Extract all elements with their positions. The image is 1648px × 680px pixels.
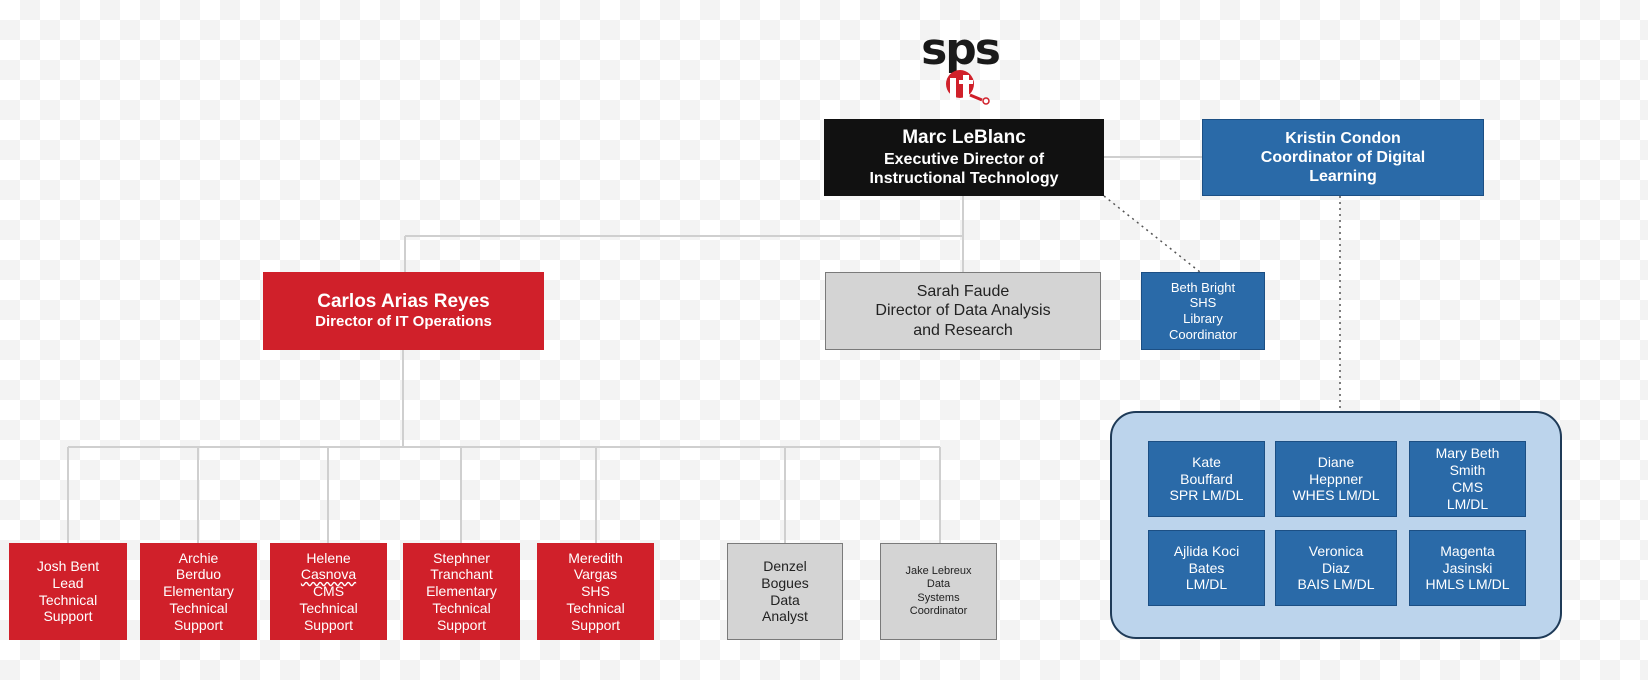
staff-name: Stephner xyxy=(433,549,490,566)
library-line: Library xyxy=(1183,311,1223,326)
it-logo-mark-icon xyxy=(946,70,990,105)
staff-name: Casnova xyxy=(300,566,357,583)
staff-name: Magenta xyxy=(1440,542,1495,559)
staff-role: SPR LM/DL xyxy=(1169,487,1244,504)
tech-support-box: Josh Bent Lead Technical Support xyxy=(9,543,127,640)
executive-name: Marc LeBlanc xyxy=(902,126,1026,148)
staff-role: CMS xyxy=(1451,479,1484,495)
staff-name: Berduo xyxy=(175,566,222,583)
staff-role: Coordinator xyxy=(909,604,968,617)
library-coordinator-box: Beth Bright SHS Library Coordinator xyxy=(1141,272,1265,350)
executive-title-line1: Executive Director of xyxy=(883,150,1045,168)
lmdl-staff-box: Kate Bouffard SPR LM/DL xyxy=(1148,441,1265,517)
staff-name: Diane xyxy=(1317,453,1355,470)
it-operations-director-box: Carlos Arias Reyes Director of IT Operat… xyxy=(263,272,544,350)
data-director-title-line1: Director of Data Analysis xyxy=(875,302,1051,320)
staff-name: Denzel xyxy=(763,557,807,574)
staff-role: Support xyxy=(303,616,354,633)
logo-wordmark: sps xyxy=(921,24,1001,75)
staff-role: Elementary xyxy=(426,583,497,600)
tech-support-box: Meredith Vargas SHS Technical Support xyxy=(537,543,654,640)
lmdl-staff-box: Veronica Diaz BAIS LM/DL xyxy=(1275,530,1397,606)
tech-support-box: Helene Casnova CMS Technical Support xyxy=(270,543,387,640)
staff-name: Bouffard xyxy=(1180,470,1233,487)
staff-name: Josh Bent xyxy=(36,557,100,574)
staff-role: Support xyxy=(43,608,93,625)
coordinator-title-line1: Coordinator of Digital xyxy=(1260,148,1426,166)
staff-name: Veronica xyxy=(1308,542,1364,559)
data-systems-coordinator-box: Jake Lebreux Data Systems Coordinator xyxy=(880,543,997,640)
staff-role: Data xyxy=(770,591,800,608)
staff-name: Diaz xyxy=(1321,559,1350,576)
staff-role: Lead xyxy=(52,574,84,591)
sps-it-logo: sps xyxy=(910,24,1010,112)
staff-role: LM/DL xyxy=(1446,495,1489,512)
tech-support-box: Stephner Tranchant Elementary Technical … xyxy=(403,543,520,640)
staff-role: Support xyxy=(570,616,621,633)
tech-support-box: Archie Berduo Elementary Technical Suppo… xyxy=(140,543,257,640)
staff-role: Analyst xyxy=(762,608,808,625)
staff-role: CMS xyxy=(312,583,345,600)
staff-role: Support xyxy=(173,616,224,633)
coordinator-name: Kristin Condon xyxy=(1285,129,1401,147)
staff-name: Vargas xyxy=(573,566,618,583)
staff-role: Data xyxy=(926,578,951,591)
staff-role: Technical xyxy=(38,591,98,608)
lmdl-staff-box: Magenta Jasinski HMLS LM/DL xyxy=(1409,530,1526,606)
staff-role: Elementary xyxy=(163,583,234,600)
staff-name: Bogues xyxy=(761,574,809,591)
staff-role: Technical xyxy=(566,599,625,616)
staff-role: WHES LM/DL xyxy=(1292,487,1380,504)
library-line: Beth Bright xyxy=(1170,279,1236,295)
staff-role: SHS xyxy=(581,583,610,600)
data-director-title-line2: and Research xyxy=(913,321,1013,339)
coordinator-title-line2: Learning xyxy=(1309,168,1377,186)
data-analyst-box: Denzel Bogues Data Analyst xyxy=(727,543,843,640)
staff-name: Jasinski xyxy=(1442,559,1493,576)
lmdl-staff-box: Diane Heppner WHES LM/DL xyxy=(1275,441,1397,517)
staff-role: Systems xyxy=(917,591,960,604)
staff-role: Technical xyxy=(432,599,491,616)
staff-name: Ajlida Koci xyxy=(1173,542,1240,559)
library-line: SHS xyxy=(1189,295,1217,311)
digital-learning-coordinator-box: Kristin Condon Coordinator of Digital Le… xyxy=(1202,119,1484,196)
staff-role: BAIS LM/DL xyxy=(1297,576,1375,593)
staff-role: LM/DL xyxy=(1185,576,1228,593)
executive-director-box: Marc LeBlanc Executive Director of Instr… xyxy=(824,119,1104,196)
data-director-name: Sarah Faude xyxy=(916,283,1010,301)
staff-name: Heppner xyxy=(1309,470,1363,487)
staff-role: Technical xyxy=(169,599,228,616)
lmdl-staff-box: Mary Beth Smith CMS LM/DL xyxy=(1409,441,1526,517)
staff-name: Kate xyxy=(1192,453,1221,470)
it-director-title: Director of IT Operations xyxy=(315,313,492,331)
staff-name: Smith xyxy=(1449,462,1486,479)
staff-role: Technical xyxy=(299,599,358,616)
staff-name: Archie xyxy=(178,549,219,566)
it-director-name: Carlos Arias Reyes xyxy=(317,290,490,312)
library-line: Coordinator xyxy=(1169,326,1237,342)
staff-name: Mary Beth xyxy=(1435,445,1500,462)
lmdl-staff-box: Ajlida Koci Bates LM/DL xyxy=(1148,530,1265,606)
executive-title-line2: Instructional Technology xyxy=(869,169,1059,187)
staff-name: Bates xyxy=(1188,559,1225,576)
staff-name: Jake Lebreux xyxy=(905,565,972,578)
staff-name: Helene xyxy=(306,549,351,566)
staff-name: Meredith xyxy=(568,549,623,566)
staff-role: HMLS LM/DL xyxy=(1425,576,1510,593)
staff-name: Tranchant xyxy=(430,566,493,583)
staff-role: Support xyxy=(436,616,487,633)
data-director-box: Sarah Faude Director of Data Analysis an… xyxy=(825,272,1101,350)
